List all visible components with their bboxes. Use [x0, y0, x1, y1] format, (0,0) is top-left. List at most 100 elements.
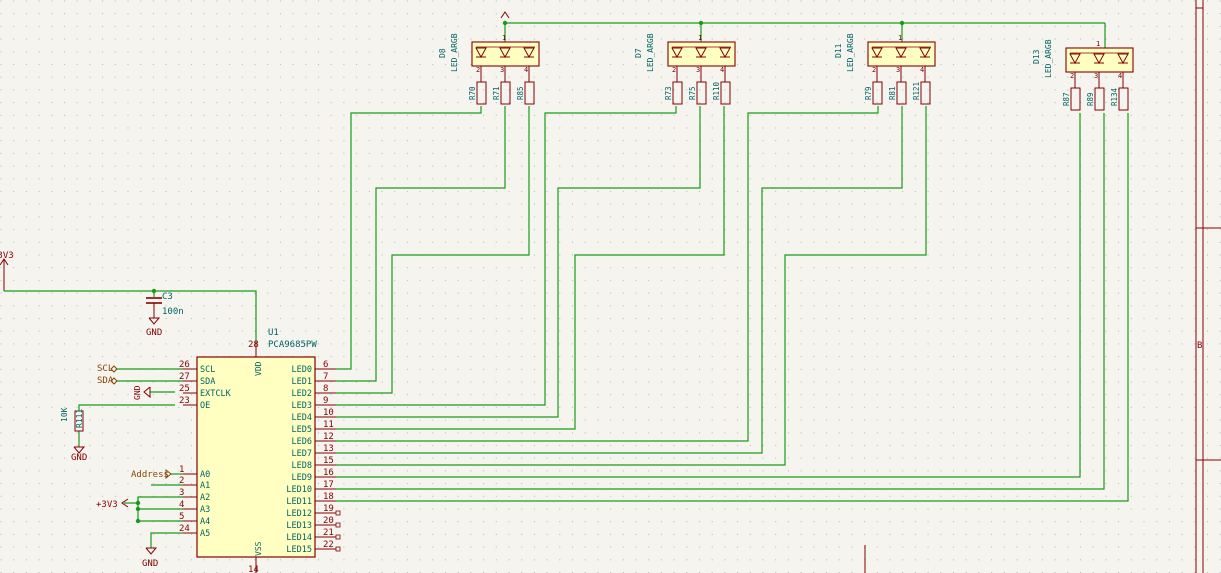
- ic-left-pin-name: A4: [200, 517, 210, 527]
- ic-right-pin-name: LED10: [286, 485, 312, 495]
- ic-right-pin-name: LED6: [292, 437, 312, 447]
- ic-left-pin-num: 23: [179, 396, 190, 406]
- resistor-ref: R81: [888, 86, 897, 100]
- gnd-vss-label: GND: [142, 559, 158, 569]
- led-diode-symbol: [523, 47, 535, 59]
- ic-left-pin-name: OE: [200, 401, 210, 411]
- ic-right-pin-num: 16: [323, 468, 334, 478]
- ic-left-pin-name: SDA: [200, 377, 215, 387]
- led-diode-symbol: [499, 47, 511, 59]
- led-diode-symbol: [695, 47, 707, 59]
- no-connect-marker: [335, 522, 341, 528]
- gnd-label-oe: GND: [71, 453, 87, 463]
- led-diode-symbol: [671, 47, 683, 59]
- resistor-body: [500, 81, 511, 105]
- ic-right-pin-name: LED9: [292, 473, 312, 483]
- led-pin-num: 4: [720, 66, 724, 74]
- led-diode-symbol: [1093, 53, 1105, 65]
- ic-vdd-num: 28: [248, 340, 259, 350]
- junctions: [135, 20, 905, 524]
- no-connect-marker: [335, 534, 341, 540]
- led-diode-symbol: [1069, 53, 1081, 65]
- ic-right-pin-name: LED3: [292, 401, 312, 411]
- ic-left-pin-num: 5: [179, 512, 184, 522]
- ic-right-pin-num: 12: [323, 432, 334, 442]
- resistor-ref: R89: [1086, 92, 1095, 106]
- led-diode-symbol: [919, 47, 931, 59]
- ic-right-pin-num: 6: [323, 360, 328, 370]
- ic-right-pin-num: 9: [323, 396, 328, 406]
- ic-right-pin-num: 19: [323, 504, 334, 514]
- ic-value: PCA9685PW: [268, 340, 317, 350]
- ic-left-pin-name: SCL: [200, 365, 215, 375]
- led-pin-num: 4: [920, 66, 924, 74]
- power-arrow-rail: [500, 11, 510, 19]
- label-3v3-addr: +3V3: [96, 500, 118, 510]
- ic-left-pin-num: 26: [179, 360, 190, 370]
- ic-right-pin-name: LED13: [286, 521, 312, 531]
- ic-right-pin-num: 18: [323, 492, 334, 502]
- ic-vss-num: 14: [248, 565, 259, 573]
- resistor-body: [896, 81, 907, 105]
- resistor-ref: R87: [1062, 92, 1071, 106]
- resistor-ref: R70: [468, 86, 477, 100]
- led-value: LED_ARGB: [1044, 39, 1053, 78]
- ic-ref: U1: [268, 328, 279, 338]
- ic-left-pin-name: A0: [200, 470, 210, 480]
- ic-right-pin-name: LED14: [286, 533, 312, 543]
- resistor-ref: R73: [664, 86, 673, 100]
- led-pin-num: 3: [696, 66, 700, 74]
- ic-right-pin-num: 11: [323, 420, 334, 430]
- net-labels: SCL SDA Address +3V3: [96, 364, 183, 510]
- led-pin-num: 4: [524, 66, 528, 74]
- resistor-ref: R134: [1110, 87, 1119, 106]
- led-pin-num: 2: [672, 66, 676, 74]
- led-pin-num: 4: [1118, 72, 1122, 80]
- led-diode-symbol: [719, 47, 731, 59]
- label-address: Address: [131, 470, 169, 480]
- ic-right-pin-num: 15: [323, 456, 334, 466]
- led-pin-num: 1: [698, 34, 702, 42]
- capacitor-c3: C3 100n GND: [146, 292, 184, 338]
- no-connect-marker: [335, 546, 341, 552]
- led-diode-symbol: [1117, 53, 1129, 65]
- led-pin-num: 3: [1094, 72, 1098, 80]
- ic-right-pin-name: LED7: [292, 449, 312, 459]
- led-diode-symbol: [895, 47, 907, 59]
- ic-vss-name: VSS: [254, 541, 263, 556]
- led-pin-num: 2: [872, 66, 876, 74]
- resistor-ref: R75: [688, 86, 697, 100]
- label-scl: SCL: [97, 364, 113, 374]
- ic-right-pin-num: 7: [323, 372, 328, 382]
- led-ref: D13: [1032, 49, 1041, 64]
- ic-right-pin-name: LED12: [286, 509, 312, 519]
- led-pin-num: 1: [898, 34, 902, 42]
- resistor-body: [476, 81, 487, 105]
- net-3v3-label: +3V3: [0, 251, 14, 261]
- wires: [4, 22, 1129, 548]
- ic-right-pin-name: LED2: [292, 389, 312, 399]
- resistor-body: [920, 81, 931, 105]
- no-connect-marker: [335, 510, 341, 516]
- ic-right-pin-num: 22: [323, 540, 334, 550]
- led-pin-num: 2: [1070, 72, 1074, 80]
- led-value: LED_ARGB: [646, 33, 655, 72]
- ic-right-pin-num: 13: [323, 444, 334, 454]
- ic-vdd-name: VDD: [254, 361, 263, 376]
- ic-left-pin-num: 27: [179, 372, 190, 382]
- resistor-body: [1094, 87, 1105, 111]
- ic-right-pin-name: LED11: [286, 497, 312, 507]
- led-pin-num: 3: [500, 66, 504, 74]
- resistor-r111: R111 10K GND: [60, 407, 87, 463]
- led-diode-symbol: [871, 47, 883, 59]
- resistor-body: [696, 81, 707, 105]
- ic-right-pin-name: LED0: [292, 365, 312, 375]
- ic-left-pin-num: 1: [179, 465, 184, 475]
